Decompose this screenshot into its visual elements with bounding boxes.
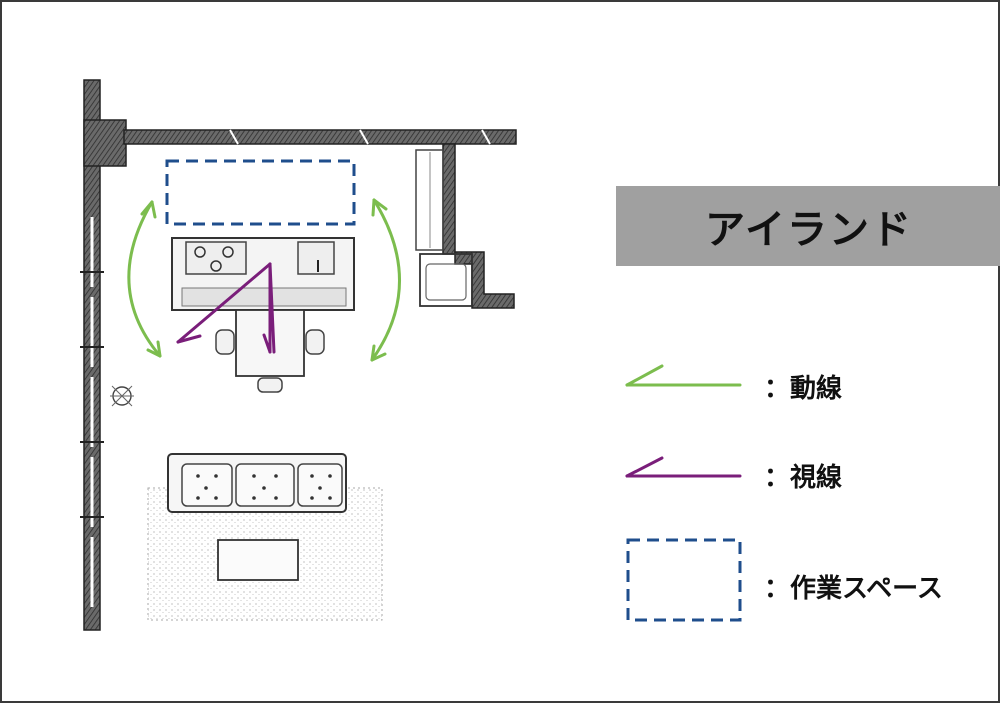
living-area [147, 453, 383, 621]
chair [257, 377, 283, 393]
sink [297, 241, 335, 275]
coffee-table [217, 539, 299, 581]
storage-cabinet [415, 149, 444, 251]
chair [305, 329, 325, 355]
page-title: アイランド [705, 207, 913, 253]
work-space-area [165, 159, 356, 226]
legend-motion-label: ：動線 [764, 374, 843, 404]
legend-work-label: ：作業スペース [764, 574, 943, 604]
washing-machine [419, 253, 473, 307]
title-banner: アイランド [616, 186, 1000, 266]
wall-pillar [83, 119, 127, 167]
legend-sight-sample [625, 456, 742, 478]
legend-samples [625, 364, 742, 622]
motion-arrow-left [127, 200, 162, 358]
dining-set [215, 309, 325, 393]
right-partition [442, 143, 456, 255]
chair [215, 329, 235, 355]
burner [194, 246, 206, 258]
plant [110, 385, 134, 407]
burner [210, 260, 222, 272]
motion-arrow-right [370, 198, 401, 362]
sofa-cushion [235, 463, 295, 507]
sight-arrows [176, 262, 276, 354]
sofa-cushion [181, 463, 233, 507]
top-wall [123, 129, 517, 145]
island-kitchen [171, 237, 355, 311]
sofa-cushion [297, 463, 343, 507]
sight-arrow-left [176, 262, 272, 344]
motion-arrows [127, 198, 401, 362]
burner [222, 246, 234, 258]
legend-motion-sample [625, 364, 742, 387]
cooktop [185, 241, 247, 275]
legend-work-sample [626, 538, 742, 622]
legend-sight-label: ：視線 [764, 463, 843, 493]
walls [80, 79, 517, 631]
